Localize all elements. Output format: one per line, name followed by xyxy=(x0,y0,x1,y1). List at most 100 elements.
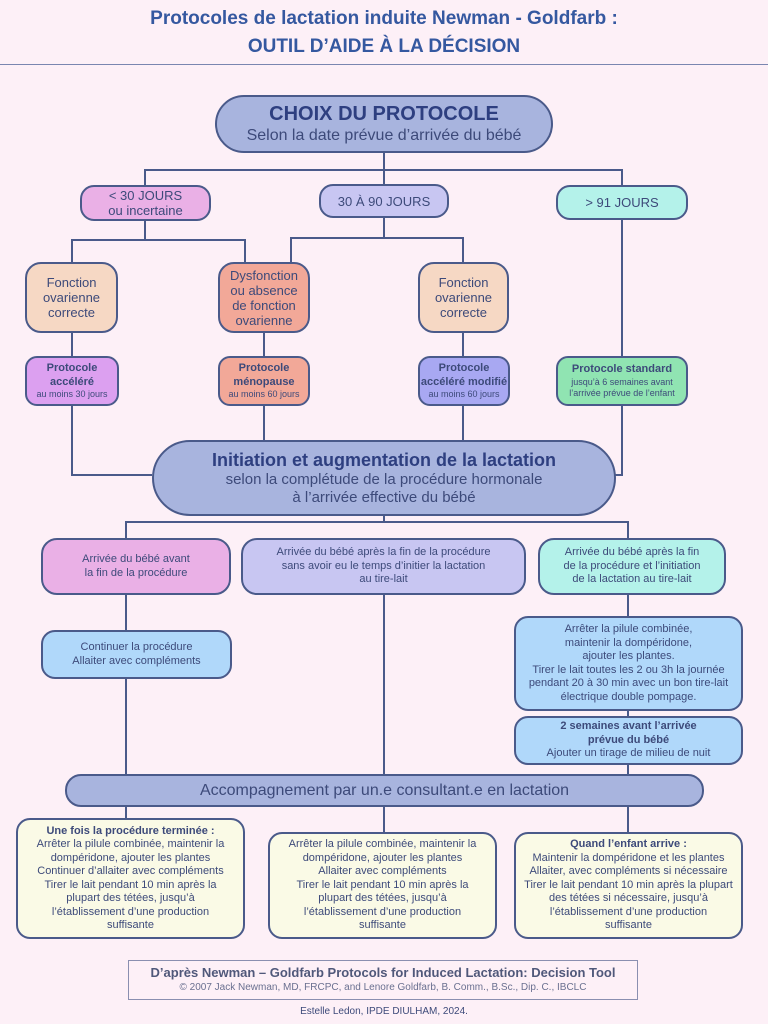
protocol-standard-box: Protocole standard jusqu’à 6 semaines av… xyxy=(556,356,688,406)
source-box: D’après Newman – Goldfarb Protocols for … xyxy=(128,960,638,1000)
choix-title: CHOIX DU PROTOCOLE xyxy=(269,103,499,125)
bottom-right-line: Tirer le lait pendant 10 min après la pl… xyxy=(524,878,733,891)
continue-procedure-box: Continuer la procédure Allaiter avec com… xyxy=(41,630,232,679)
bottom-middle-line: l’établissement d’une production xyxy=(303,905,462,918)
ovarian-right-line: ovarienne xyxy=(434,290,493,305)
choix-protocole-box: CHOIX DU PROTOCOLE Selon la date prévue … xyxy=(215,95,553,153)
protocol-accelere-title: Protocole xyxy=(46,362,98,374)
protocol-standard-title: Protocole standard xyxy=(571,363,673,376)
stop-pill-line: Tirer le lait toutes les 2 ou 3h la jour… xyxy=(532,663,725,676)
bottom-left-line: Tirer le lait pendant 10 min après la xyxy=(44,878,217,891)
initiation-box: Initiation et augmentation de la lactati… xyxy=(152,440,616,516)
stop-pill-line: maintenir la dompéridone, xyxy=(564,636,693,649)
protocol-standard-note: l’arrivée prévue de l’enfant xyxy=(569,387,675,398)
protocol-accelere-title: accéléré xyxy=(49,375,95,388)
timing-lt30-line1: < 30 JOURS xyxy=(108,188,183,203)
bottom-left-line: l’établissement d’une production xyxy=(51,905,210,918)
ovarian-left-line: Fonction xyxy=(46,275,97,290)
stop-pill-line: électrique double pompage. xyxy=(560,690,697,703)
bottom-left-title: Une fois la procédure terminée : xyxy=(46,824,215,837)
protocol-accelere-modifie-title: accéléré modifié xyxy=(420,375,508,388)
bottom-middle-line: plupart des tétées, jusqu’à xyxy=(318,892,447,905)
bottom-middle-box: Arrêter la pilule combinée, maintenir la… xyxy=(268,832,497,939)
timing-lt30-box: < 30 JOURS ou incertaine xyxy=(80,185,211,221)
protocol-accelere-modifie-box: Protocole accéléré modifié au moins 60 j… xyxy=(418,356,510,406)
stop-pill-line: ajouter les plantes. xyxy=(582,650,675,662)
bottom-left-line: dompéridone, ajouter les plantes xyxy=(50,851,211,864)
arrival-after-pump-line: de la procédure et l’initiation xyxy=(563,559,701,572)
protocol-accelere-note: au moins 30 jours xyxy=(36,389,108,399)
protocol-menopause-title: ménopause xyxy=(233,375,295,388)
bottom-right-title: Quand l’enfant arrive : xyxy=(570,838,687,851)
ovarian-left-line: ovarienne xyxy=(42,290,101,305)
connector xyxy=(615,405,623,476)
protocol-menopause-note: au moins 60 jours xyxy=(228,389,300,399)
bottom-middle-line: suffisante xyxy=(359,919,406,932)
ovarian-dys-line: ou absence xyxy=(230,282,298,298)
bottom-right-line: Maintenir la dompéridone et les plantes xyxy=(532,851,725,864)
continue-line: Allaiter avec compléments xyxy=(72,654,201,667)
bottom-right-line: des tétées si nécessaire, jusqu’à xyxy=(549,892,708,905)
title-divider xyxy=(0,64,768,65)
protocol-menopause-title: Protocole xyxy=(238,362,290,374)
bottom-right-line: suffisante xyxy=(605,919,652,932)
arrival-before-box: Arrivée du bébé avant la fin de la procé… xyxy=(41,538,231,595)
arrival-after-no-pump-box: Arrivée du bébé après la fin de la procé… xyxy=(241,538,526,595)
ovarian-dys-line: Dysfonction xyxy=(230,267,298,283)
arrival-after-no-pump-line: au tire-lait xyxy=(359,573,408,586)
ovarian-correct-right-box: Fonction ovarienne correcte xyxy=(418,262,509,333)
initiation-sub-line: à l’arrivée effective du bébé xyxy=(292,489,476,506)
arrival-after-no-pump-line: sans avoir eu le temps d’initier la lact… xyxy=(281,559,486,572)
source-title: D’après Newman – Goldfarb Protocols for … xyxy=(150,965,616,980)
ovarian-dysfunction-box: Dysfonction ou absence de fonction ovari… xyxy=(218,262,310,333)
page-title-line2: OUTIL D’AIDE À LA DÉCISION xyxy=(247,36,521,57)
connector xyxy=(290,237,464,262)
stop-pill-line: Arrêter la pilule combinée, xyxy=(564,623,693,635)
two-weeks-box: 2 semaines avant l’arrivée prévue du béb… xyxy=(514,716,743,765)
continue-line: Continuer la procédure xyxy=(80,641,193,653)
two-weeks-body: Ajouter un tirage de milieu de nuit xyxy=(546,747,711,760)
bottom-middle-line: Arrêter la pilule combinée, maintenir la xyxy=(288,838,477,851)
page-title: Protocoles de lactation induite Newman -… xyxy=(0,5,768,61)
protocol-accelere-modifie-title: Protocole xyxy=(438,362,490,374)
accompagnement-bar: Accompagnement par un.e consultant.e en … xyxy=(65,774,704,807)
author-credit: Estelle Ledon, IPDE DIULHAM, 2024. xyxy=(300,1006,468,1017)
bottom-right-line: Allaiter, avec compléments si nécessaire xyxy=(529,865,728,878)
ovarian-dys-line: ovarienne xyxy=(235,312,293,328)
stop-pill-pump-box: Arrêter la pilule combinée, maintenir la… xyxy=(514,616,743,711)
bottom-left-line: plupart des tétées, jusqu’à xyxy=(66,892,195,904)
ovarian-left-line: correcte xyxy=(48,305,95,320)
bottom-left-line: Continuer d’allaiter avec compléments xyxy=(37,865,224,877)
bottom-left-line: Arrêter la pilule combinée, maintenir la xyxy=(36,838,225,850)
connector xyxy=(125,521,629,538)
stop-pill-line: pendant 20 à 30 min avec un bon tire-lai… xyxy=(528,677,729,689)
protocol-menopause-box: Protocole ménopause au moins 60 jours xyxy=(218,356,310,406)
bottom-middle-line: dompéridone, ajouter les plantes xyxy=(302,851,463,864)
page-title-line1: Protocoles de lactation induite Newman -… xyxy=(150,8,618,29)
timing-30-90-label: 30 À 90 JOURS xyxy=(337,193,431,209)
timing-lt30-line2: ou incertaine xyxy=(108,203,183,218)
arrival-after-no-pump-line: Arrivée du bébé après la fin de la procé… xyxy=(276,546,491,559)
initiation-title: Initiation et augmentation de la lactati… xyxy=(211,450,557,470)
protocol-accelere-modifie-note: au moins 60 jours xyxy=(428,389,500,399)
ovarian-right-line: correcte xyxy=(440,305,487,320)
source-copyright: © 2007 Jack Newman, MD, FRCPC, and Lenor… xyxy=(179,982,587,993)
ovarian-right-line: Fonction xyxy=(438,275,489,290)
arrival-before-line: Arrivée du bébé avant xyxy=(82,553,190,565)
timing-gt91-box: > 91 JOURS xyxy=(556,185,688,220)
choix-subtitle: Selon la date prévue d’arrivée du bébé xyxy=(246,127,522,144)
arrival-after-pump-line: de la lactation au tire-lait xyxy=(572,573,692,586)
connector xyxy=(144,169,623,186)
timing-gt91-label: > 91 JOURS xyxy=(585,195,659,210)
bottom-left-box: Une fois la procédure terminée : Arrêter… xyxy=(16,818,245,939)
protocol-standard-note: jusqu’à 6 semaines avant xyxy=(571,376,673,387)
bottom-left-line: suffisante xyxy=(107,919,154,931)
connector xyxy=(71,239,246,262)
bottom-right-line: l’établissement d’une production xyxy=(549,905,708,918)
initiation-sub-line: selon la complétude de la procédure horm… xyxy=(225,471,543,488)
connector xyxy=(71,405,152,476)
bottom-right-box: Quand l’enfant arrive : Maintenir la dom… xyxy=(514,832,743,939)
bottom-middle-line: Allaiter avec compléments xyxy=(318,865,447,878)
accompagnement-label: Accompagnement par un.e consultant.e en … xyxy=(199,782,570,799)
